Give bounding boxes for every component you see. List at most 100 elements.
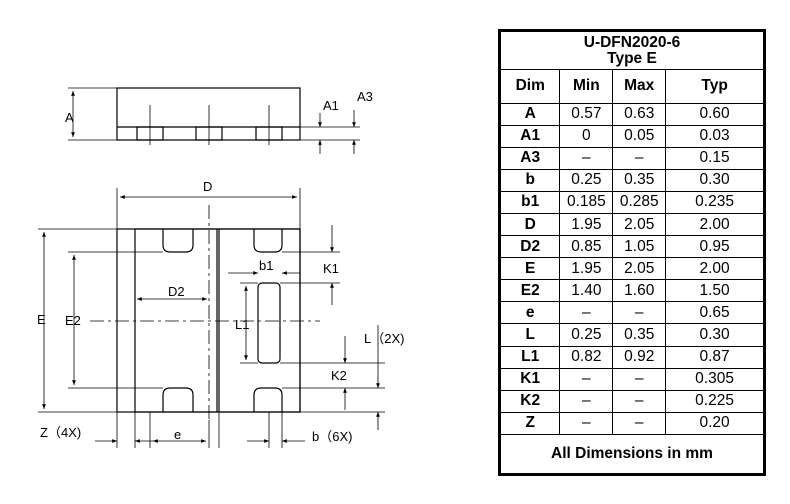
label-A3: A3 (357, 89, 373, 104)
label-b1: b1 (259, 258, 273, 273)
cell-min: 1.95 (559, 257, 614, 281)
cell-dim: A (499, 102, 561, 126)
cell-min: – (559, 146, 614, 170)
exposed-pad-left (134, 228, 218, 413)
cell-max: 1.05 (612, 235, 667, 259)
cell-min: – (559, 389, 614, 413)
cell-typ: 1.50 (665, 279, 764, 303)
header-min: Min (559, 69, 614, 104)
cell-min: 0.85 (559, 235, 614, 259)
table-title-line1: U-DFN2020-6 (583, 33, 681, 51)
cell-dim: D (499, 212, 561, 237)
cell-min: 0.185 (559, 190, 614, 214)
exposed-pad-right (218, 228, 301, 413)
label-e: e (174, 427, 181, 442)
cell-dim: b1 (499, 190, 561, 214)
table-row: K1––0.305 (499, 367, 764, 391)
center-pad (257, 282, 281, 364)
pad-top-1 (162, 229, 194, 253)
package-outline-drawing: A A1 A3 (37, 87, 404, 448)
cell-typ: 0.60 (665, 102, 764, 126)
cell-min: – (559, 367, 614, 391)
cell-dim: D2 (499, 235, 561, 259)
table-row: e––0.65 (499, 301, 764, 325)
cell-max: 2.05 (612, 212, 667, 237)
label-K2: K2 (331, 368, 347, 383)
table-footer: All Dimensions in mm (500, 434, 764, 474)
cell-max: – (612, 389, 667, 413)
label-Z: Z（4X) (40, 425, 81, 440)
cell-dim: L (499, 323, 561, 347)
table-title-line2: Type E (607, 49, 657, 67)
header-typ: Typ (665, 69, 764, 104)
cell-dim: Z (499, 411, 561, 436)
pad-top-3 (253, 229, 283, 253)
table-row: K2––0.225 (499, 389, 764, 413)
cell-max: – (612, 301, 667, 325)
cell-max: 1.60 (612, 279, 667, 303)
table-footer-row: All Dimensions in mm (500, 434, 764, 474)
label-A: A (65, 110, 74, 125)
table-row: A3––0.15 (499, 146, 764, 170)
label-L1: L1 (235, 317, 249, 332)
cell-typ: 2.00 (665, 212, 764, 237)
cell-dim: E (499, 257, 561, 281)
cell-max: 0.35 (612, 323, 667, 347)
header-max: Max (612, 69, 667, 104)
cell-typ: 0.87 (665, 345, 764, 369)
cell-min: 1.95 (559, 212, 614, 237)
cell-typ: 0.65 (665, 301, 764, 325)
side-body (116, 87, 301, 141)
cell-typ: 0.235 (665, 190, 764, 214)
cell-dim: e (499, 301, 561, 325)
header-dim: Dim (499, 69, 561, 104)
label-K1: K1 (323, 261, 339, 276)
cell-max: 0.05 (612, 124, 667, 148)
cell-min: 0.82 (559, 345, 614, 369)
cell-max: – (612, 146, 667, 170)
side-dimensions (68, 87, 360, 154)
cell-typ: 0.03 (665, 124, 764, 148)
cell-min: 0 (559, 124, 614, 148)
label-D2: D2 (168, 284, 185, 299)
cell-dim: L1 (499, 345, 561, 369)
cell-min: 1.40 (559, 279, 614, 303)
pad-bottom-1 (162, 387, 194, 412)
label-L: L（2X) (364, 331, 404, 346)
label-b: b（6X) (312, 429, 352, 444)
table-header-row: Dim Min Max Typ (499, 69, 764, 104)
cell-max: 0.92 (612, 345, 667, 369)
cell-max: 0.35 (612, 168, 667, 192)
label-E2: E2 (65, 313, 81, 328)
cell-typ: 0.15 (665, 146, 764, 170)
bottom-dimensions (38, 188, 385, 448)
cell-typ: 2.00 (665, 257, 764, 281)
cell-typ: 0.225 (665, 389, 764, 413)
cell-min: – (559, 301, 614, 325)
cell-min: 0.25 (559, 323, 614, 347)
cell-min: 0.57 (559, 102, 614, 126)
cell-dim: K1 (499, 367, 561, 391)
cell-typ: 0.30 (665, 323, 764, 347)
cell-dim: A1 (499, 124, 561, 148)
cell-dim: K2 (499, 389, 561, 413)
cell-max: – (612, 367, 667, 391)
label-E: E (37, 312, 46, 327)
cell-min: 0.25 (559, 168, 614, 192)
cell-dim: A3 (499, 146, 561, 170)
cell-max: – (612, 411, 667, 436)
package-body (116, 228, 301, 413)
side-view (116, 87, 301, 145)
cell-max: 0.63 (612, 102, 667, 126)
